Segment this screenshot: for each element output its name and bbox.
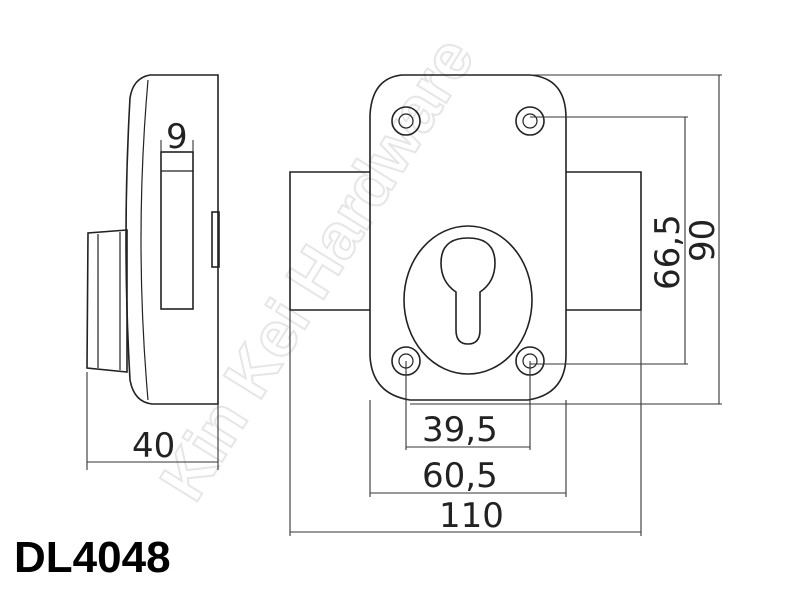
keyhole-icon	[440, 237, 496, 345]
side-view-strike-tab	[211, 211, 220, 268]
dim-overall-width-label: 110	[439, 496, 504, 536]
front-view-escutcheon-plate	[369, 74, 567, 401]
front-view-cylinder-ring	[403, 225, 533, 375]
dim-plate-width-label: 60,5	[422, 456, 498, 496]
dim-plate-height-label: 90	[683, 219, 723, 262]
front-view-housing-left	[289, 171, 370, 311]
side-view-cylinder-boss	[86, 229, 128, 373]
dim-depth-label: 40	[132, 426, 175, 466]
front-view-dimensions	[289, 74, 722, 536]
side-view-body-outline	[125, 74, 219, 405]
side-view-bolt-slot	[160, 151, 194, 310]
side-view	[86, 74, 220, 405]
dim-hole-spacing-h-label: 39,5	[422, 410, 498, 450]
side-view-dimensions	[86, 140, 219, 470]
screw-hole-top-left-icon	[391, 106, 421, 136]
front-view-housing-right	[566, 171, 642, 311]
model-code-title: DL4048	[14, 533, 171, 582]
dim-slot-width-label: 9	[166, 117, 188, 157]
front-view	[289, 74, 642, 401]
side-view-inner-contour	[140, 79, 149, 401]
dim-hole-spacing-v-label: 66,5	[648, 214, 688, 290]
screw-hole-top-right-icon	[515, 106, 545, 136]
